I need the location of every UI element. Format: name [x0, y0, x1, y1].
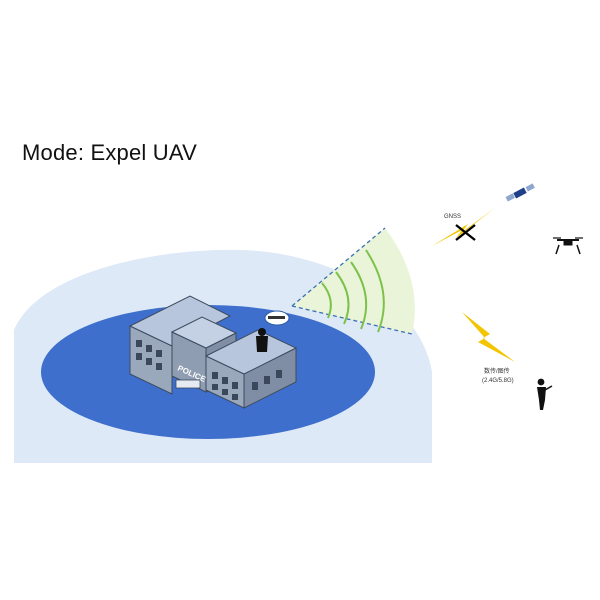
- cross-icon: [455, 224, 476, 241]
- gnss-label: GNSS: [444, 214, 461, 220]
- person-icon: [537, 378, 553, 410]
- datalink-lightning-icon: [462, 312, 515, 362]
- gnss-satellite-icon: [505, 183, 535, 202]
- signal-wave-2: [335, 271, 350, 325]
- signal-wave-1: [321, 282, 332, 319]
- signal-wave-4: [365, 249, 385, 333]
- jamming-beam: [291, 227, 415, 335]
- beam-edge-top: [291, 227, 386, 307]
- datalink-label-line2: (2.4G/5.8G): [482, 378, 514, 384]
- center-tower-roof: [170, 316, 238, 349]
- building-entrance: [175, 379, 201, 389]
- left-wing-roof: [128, 295, 232, 347]
- right-wing-roof: [204, 329, 298, 375]
- lightning-icon: [432, 208, 495, 246]
- building-windows: [136, 340, 282, 400]
- device-icon: [264, 310, 290, 326]
- signal-wave-3: [350, 261, 368, 330]
- drone-icon: [553, 237, 583, 255]
- datalink-label-line1: 数传/图传: [484, 367, 510, 375]
- page-title: Mode: Expel UAV: [22, 140, 198, 165]
- operator-icon: [256, 328, 268, 352]
- police-building: POLICE: [128, 295, 298, 409]
